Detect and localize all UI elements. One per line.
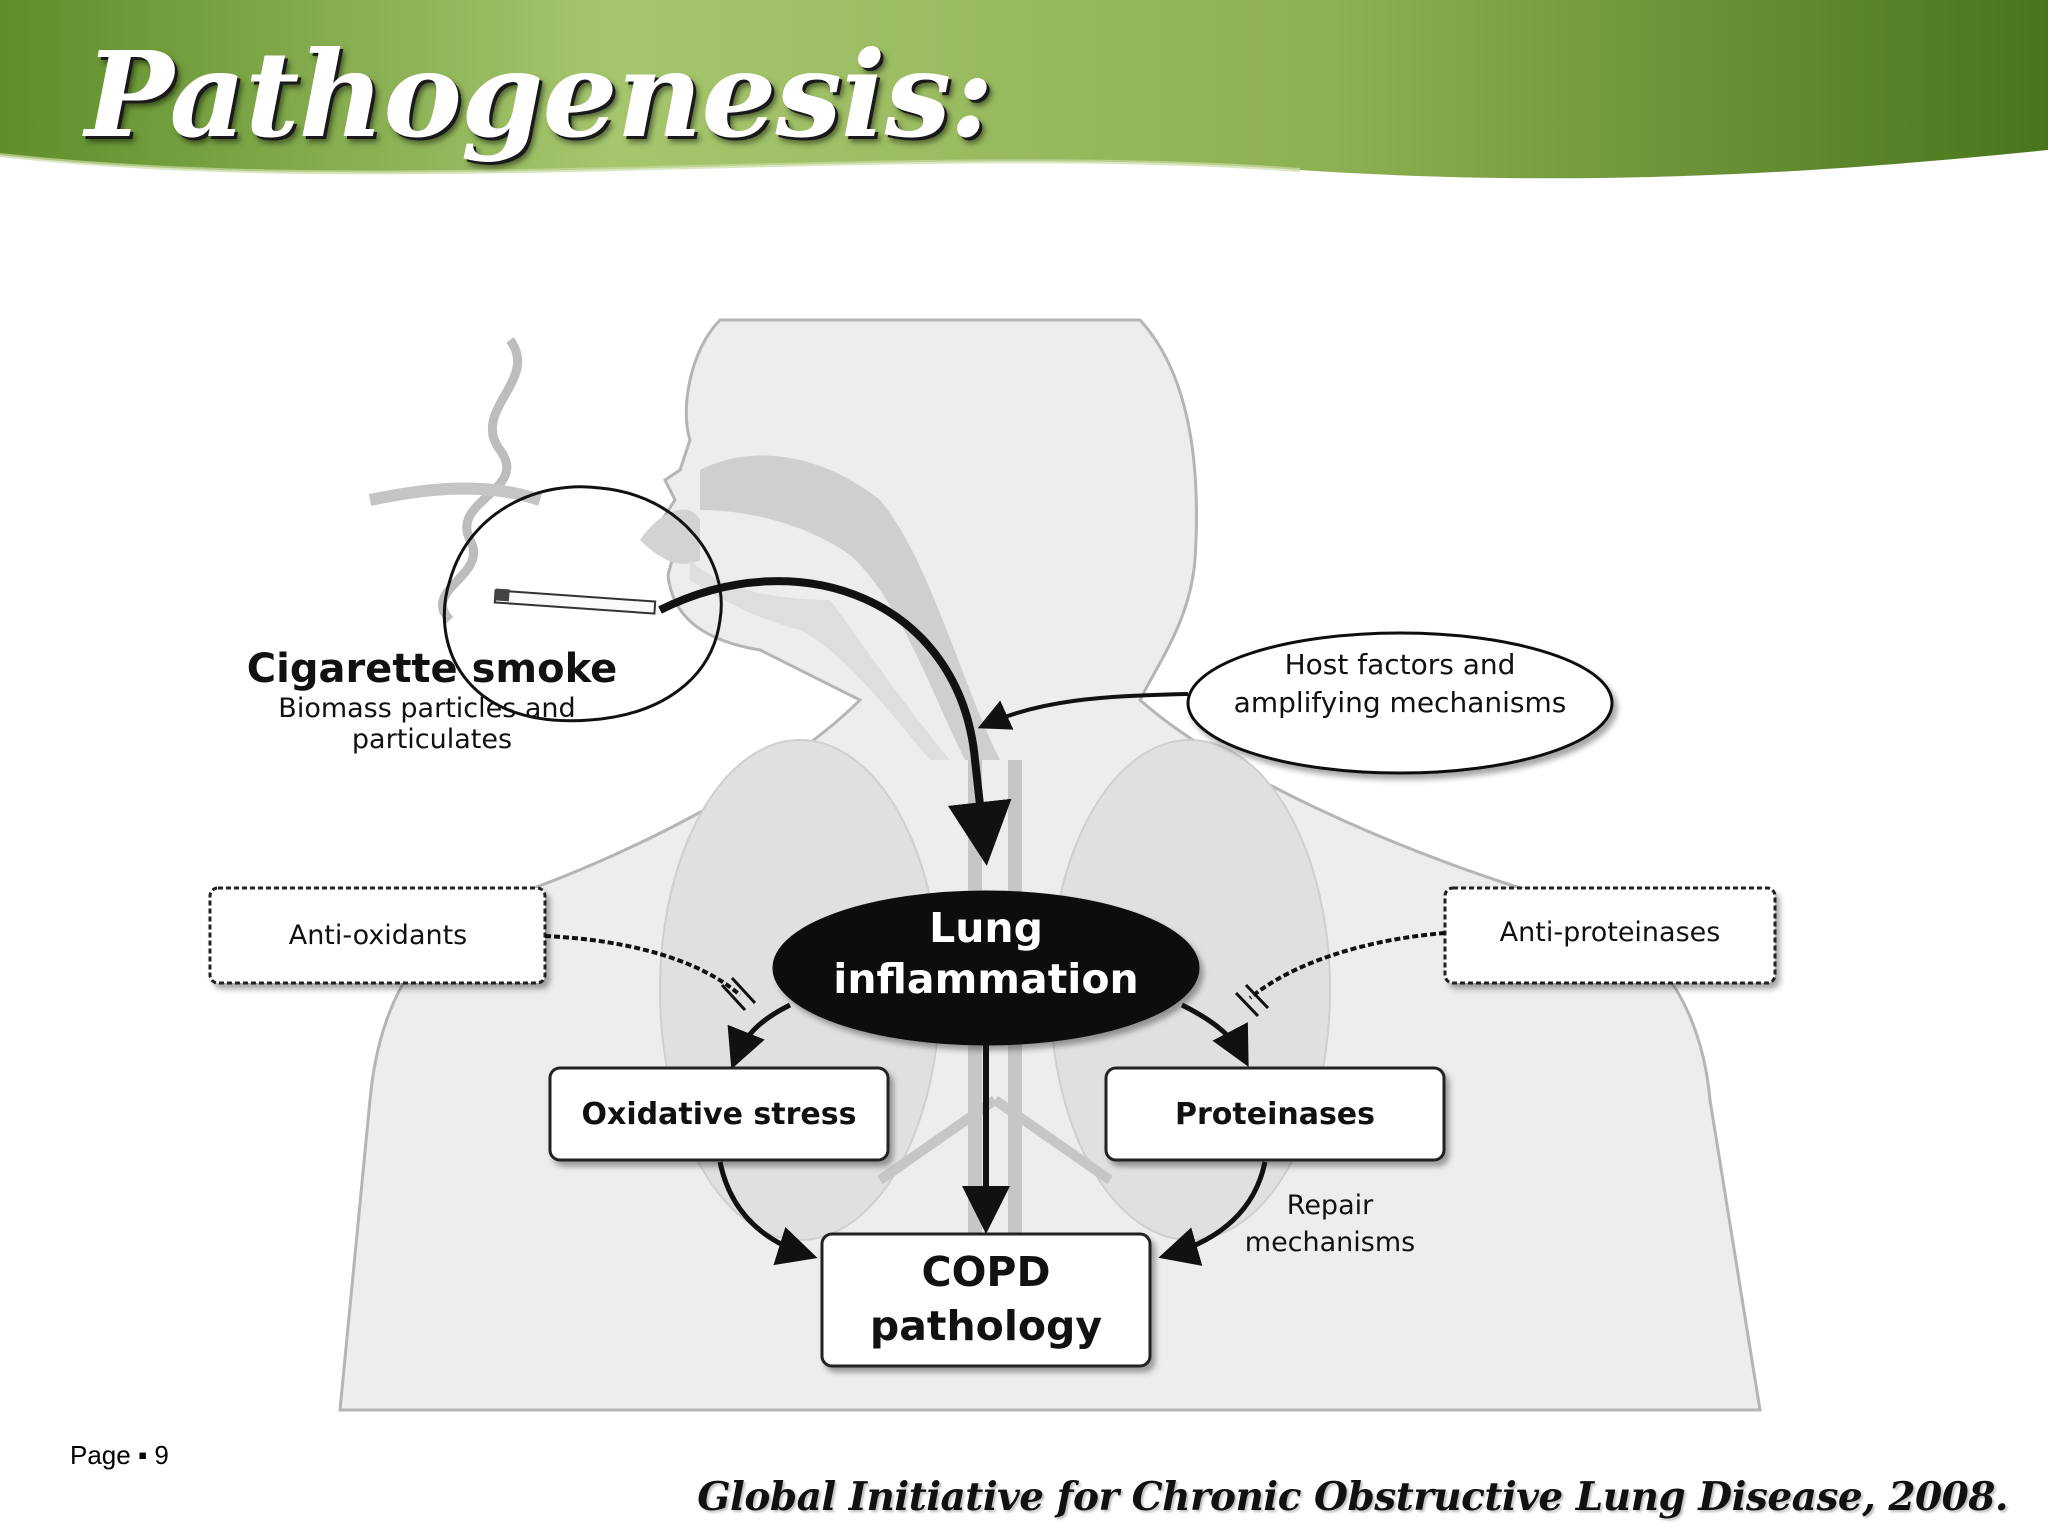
lung-inflammation-label-1: Lung	[929, 904, 1043, 952]
inflammation-to-proteinases-arrow	[1180, 1002, 1249, 1067]
anti-proteinases-inhibit-line	[1248, 931, 1446, 1000]
copd-label-1: COPD	[921, 1248, 1050, 1296]
cigarette-icon	[493, 588, 657, 615]
anti-oxidants-label: Anti-oxidants	[289, 920, 468, 951]
repair-label-1: Repair	[1287, 1190, 1374, 1221]
cigarette-smoke-label: Cigarette smoke	[247, 646, 617, 692]
oxidative-stress-label: Oxidative stress	[582, 1097, 857, 1132]
proteinases-box	[1104, 1066, 1446, 1162]
proteinases-to-copd-arrow	[1158, 1161, 1268, 1266]
anti-oxidants-inhibit-line	[544, 934, 742, 997]
oxidative-to-copd-arrow	[717, 1161, 818, 1266]
mouth-highlight-circle	[442, 485, 723, 723]
header-banner	[0, 0, 2048, 230]
repair-label-2: mechanisms	[1245, 1227, 1415, 1258]
smoke-inhalation-arrow	[658, 577, 1012, 866]
anti-proteinases-box	[1443, 886, 1777, 985]
inflammation-to-oxidative-arrow	[727, 1002, 792, 1070]
copd-label-2: pathology	[870, 1302, 1102, 1350]
citation: Global Initiative for Chronic Obstructiv…	[697, 1474, 2008, 1520]
lung-inflammation-label-2: inflammation	[833, 955, 1138, 1003]
page-number: Page ▪ 9	[70, 1440, 169, 1470]
host-factors-ellipse	[1186, 631, 1614, 775]
host-factors-arrow	[977, 692, 1189, 730]
slide-title: Pathogenesis:	[85, 25, 994, 164]
oxidative-stress-box	[548, 1066, 890, 1162]
anti-proteinases-label: Anti-proteinases	[1500, 917, 1721, 948]
anti-oxidants-box	[208, 886, 547, 985]
host-factors-label-1: Host factors and	[1285, 648, 1516, 681]
copd-pathology-box	[820, 1232, 1152, 1368]
biomass-label-1: Biomass particles and	[278, 693, 575, 724]
host-factors-label-2: amplifying mechanisms	[1234, 686, 1567, 719]
proteinases-label: Proteinases	[1175, 1097, 1375, 1132]
biomass-label-2: particulates	[352, 724, 512, 755]
